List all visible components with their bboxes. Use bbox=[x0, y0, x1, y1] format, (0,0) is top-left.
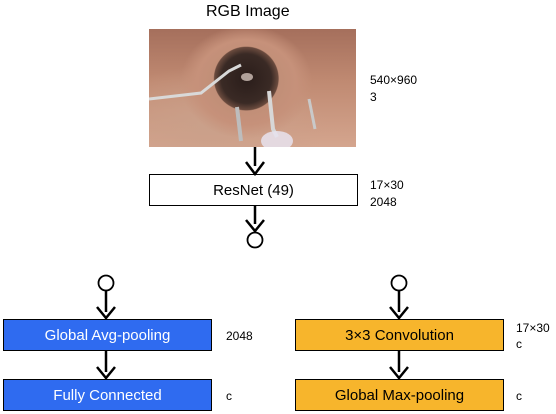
arrow-conv-to-maxpool bbox=[389, 351, 409, 380]
image-title: RGB Image bbox=[206, 3, 290, 20]
global-avg-pooling-block: Global Avg-pooling bbox=[3, 319, 212, 351]
arrow-resnet-to-output bbox=[245, 206, 265, 233]
convolution-dim-channels: c bbox=[516, 337, 522, 351]
arrow-left-input-to-avgpool bbox=[96, 291, 116, 320]
resnet-label: ResNet (49) bbox=[213, 181, 294, 199]
image-dim-size: 540×960 bbox=[370, 73, 418, 87]
resnet-output-node bbox=[246, 231, 264, 249]
rgb-eye-image bbox=[149, 29, 356, 147]
fully-connected-dim: c bbox=[226, 389, 232, 403]
fully-connected-label: Fully Connected bbox=[53, 386, 162, 404]
max-pooling-label: Global Max-pooling bbox=[334, 386, 465, 404]
avg-pooling-dim: 2048 bbox=[226, 329, 253, 343]
resnet-block: ResNet (49) bbox=[149, 174, 358, 206]
resnet-dim-size: 17×30 bbox=[370, 178, 404, 192]
convolution-label: 3×3 Convolution bbox=[345, 326, 454, 344]
fully-connected-block: Fully Connected bbox=[3, 379, 212, 411]
convolution-block: 3×3 Convolution bbox=[295, 319, 504, 351]
global-max-pooling-block: Global Max-pooling bbox=[295, 379, 504, 411]
max-pooling-dim: c bbox=[516, 389, 522, 403]
surgical-instruments-drawing bbox=[149, 63, 317, 147]
right-input-node bbox=[390, 274, 408, 292]
convolution-dim-size: 17×30 bbox=[516, 321, 550, 335]
left-input-node bbox=[97, 274, 115, 292]
arrow-right-input-to-conv bbox=[389, 291, 409, 320]
image-dim-channels: 3 bbox=[370, 90, 377, 104]
resnet-dim-channels: 2048 bbox=[370, 195, 397, 209]
avg-pooling-label: Global Avg-pooling bbox=[44, 326, 171, 344]
arrow-avgpool-to-fc bbox=[96, 351, 116, 380]
arrow-image-to-resnet bbox=[245, 147, 265, 177]
